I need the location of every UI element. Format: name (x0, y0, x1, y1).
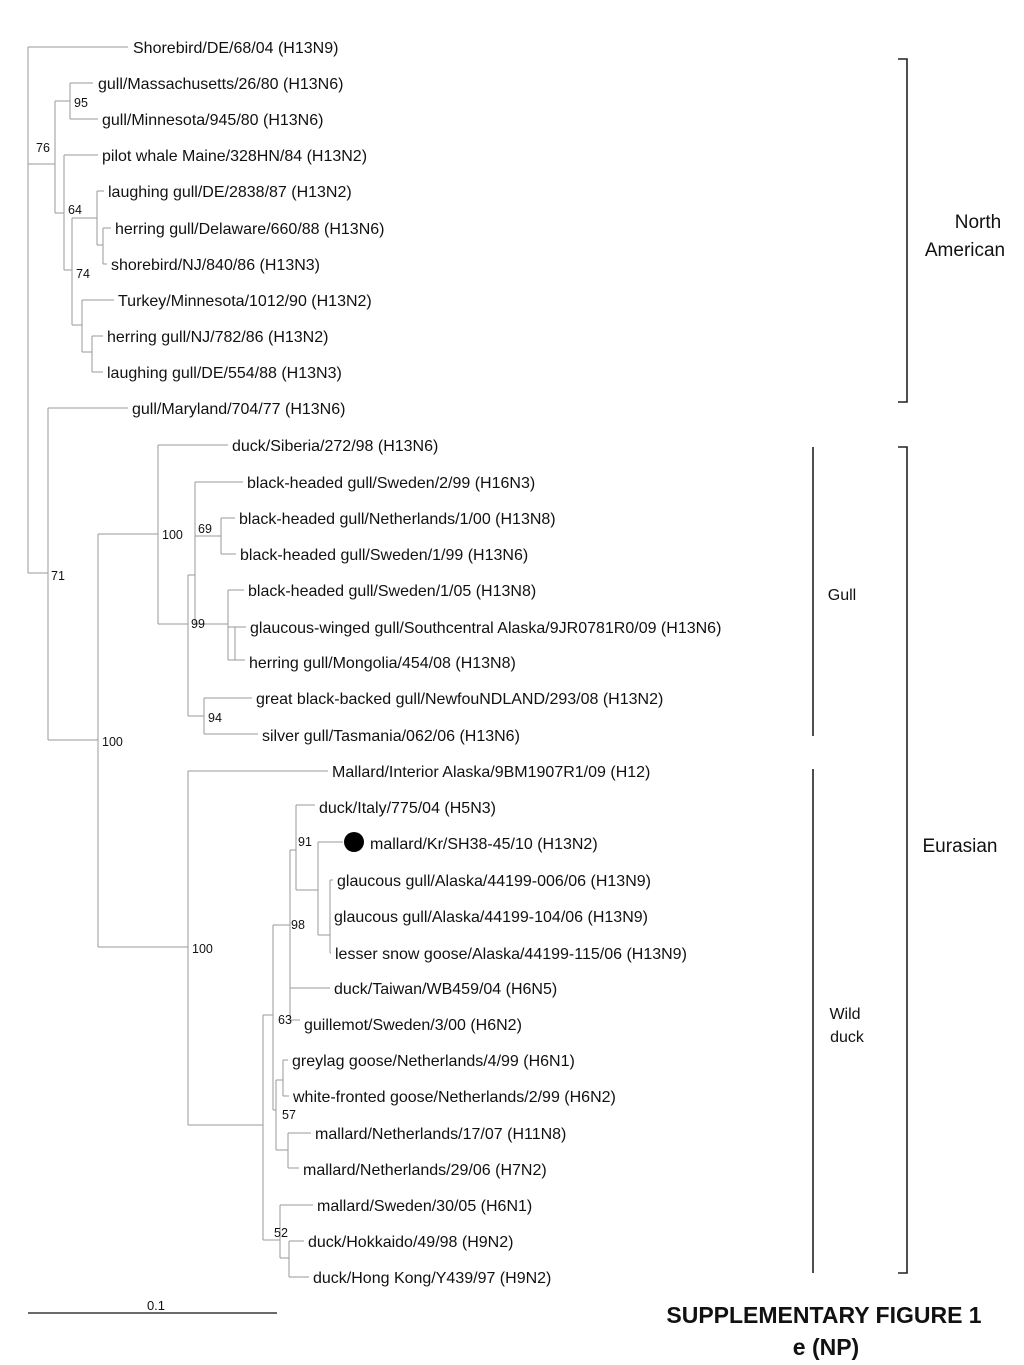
taxon-label: greylag goose/Netherlands/4/99 (H6N1) (292, 1053, 575, 1070)
eurasian-label: Eurasian (923, 836, 998, 857)
bootstrap-value: 74 (76, 267, 90, 281)
taxon-label: Shorebird/DE/68/04 (H13N9) (133, 40, 338, 57)
bootstrap-value: 98 (291, 918, 305, 932)
bootstrap-value: 64 (68, 203, 82, 217)
taxon-label: duck/Taiwan/WB459/04 (H6N5) (334, 981, 557, 998)
taxon-label: herring gull/Mongolia/454/08 (H13N8) (249, 655, 516, 672)
taxon-label: herring gull/Delaware/660/88 (H13N6) (115, 221, 384, 238)
taxon-label: duck/Hokkaido/49/98 (H9N2) (308, 1234, 513, 1251)
caption-line2: e (NP) (793, 1334, 859, 1360)
clade-brackets: North American Eurasian Gull Wild duck (812, 58, 1005, 1274)
north-american-label-line1: North (955, 212, 1001, 233)
bootstrap-value: 69 (198, 522, 212, 536)
bootstrap-value: 76 (36, 141, 50, 155)
scale-bar-label: 0.1 (147, 1298, 165, 1313)
taxon-label: mallard/Netherlands/17/07 (H11N8) (315, 1126, 566, 1143)
caption-line1: SUPPLEMENTARY FIGURE 1 (666, 1302, 981, 1328)
taxon-label: glaucous-winged gull/Southcentral Alaska… (250, 620, 721, 637)
taxon-label: guillemot/Sweden/3/00 (H6N2) (304, 1017, 522, 1034)
taxon-label: glaucous gull/Alaska/44199-104/06 (H13N9… (334, 909, 648, 926)
taxon-label: gull/Massachusetts/26/80 (H13N6) (98, 76, 343, 93)
scale-bar: 0.1 (28, 1298, 277, 1314)
taxon-label: laughing gull/DE/2838/87 (H13N2) (108, 184, 352, 201)
taxon-label: silver gull/Tasmania/062/06 (H13N6) (262, 728, 520, 745)
highlighted-taxon-label: mallard/Kr/SH38-45/10 (H13N2) (370, 836, 598, 853)
bootstrap-value: 63 (278, 1013, 292, 1027)
eurasian-bracket (898, 446, 908, 1274)
bootstrap-value: 71 (51, 569, 65, 583)
bootstrap-values: 95 76 64 74 71 100 69 99 94 100 91 98 63… (36, 96, 312, 1240)
gull-label: Gull (828, 587, 856, 604)
taxon-label: mallard/Netherlands/29/06 (H7N2) (303, 1162, 547, 1179)
taxon-label: black-headed gull/Netherlands/1/00 (H13N… (239, 511, 556, 528)
bootstrap-value: 100 (102, 735, 123, 749)
taxon-label: gull/Maryland/704/77 (H13N6) (132, 401, 345, 418)
bootstrap-value: 52 (274, 1226, 288, 1240)
taxon-label: pilot whale Maine/328HN/84 (H13N2) (102, 148, 367, 165)
taxon-label: gull/Minnesota/945/80 (H13N6) (102, 112, 323, 129)
taxon-label: black-headed gull/Sweden/1/99 (H13N6) (240, 547, 528, 564)
taxon-label: black-headed gull/Sweden/2/99 (H16N3) (247, 475, 535, 492)
taxon-label: Turkey/Minnesota/1012/90 (H13N2) (118, 293, 372, 310)
taxon-label: great black-backed gull/NewfouNDLAND/293… (256, 691, 663, 708)
taxon-labels: Shorebird/DE/68/04 (H13N9) gull/Massachu… (98, 40, 721, 1287)
wild-duck-label-line2: duck (830, 1029, 865, 1046)
taxon-label: shorebird/NJ/840/86 (H13N3) (111, 257, 320, 274)
wild-duck-label-line1: Wild (829, 1006, 860, 1023)
taxon-label: duck/Italy/775/04 (H5N3) (319, 800, 496, 817)
taxon-label: glaucous gull/Alaska/44199-006/06 (H13N9… (337, 873, 651, 890)
tree-branches (27, 46, 343, 1278)
bootstrap-value: 94 (208, 711, 222, 725)
highlight-marker-icon (344, 832, 364, 852)
bootstrap-value: 91 (298, 835, 312, 849)
figure-caption: SUPPLEMENTARY FIGURE 1 e (NP) (666, 1302, 981, 1360)
taxon-label: white-fronted goose/Netherlands/2/99 (H6… (292, 1089, 616, 1106)
taxon-label: herring gull/NJ/782/86 (H13N2) (107, 329, 328, 346)
bootstrap-value: 100 (192, 942, 213, 956)
taxon-label: duck/Hong Kong/Y439/97 (H9N2) (313, 1270, 551, 1287)
bootstrap-value: 99 (191, 617, 205, 631)
north-american-bracket (898, 58, 908, 403)
taxon-label: lesser snow goose/Alaska/44199-115/06 (H… (335, 946, 687, 963)
taxon-label: laughing gull/DE/554/88 (H13N3) (107, 365, 342, 382)
taxon-label: Mallard/Interior Alaska/9BM1907R1/09 (H1… (332, 764, 650, 781)
north-american-label-line2: American (925, 240, 1005, 261)
taxon-label: duck/Siberia/272/98 (H13N6) (232, 438, 438, 455)
taxon-label: mallard/Sweden/30/05 (H6N1) (317, 1198, 532, 1215)
bootstrap-value: 100 (162, 528, 183, 542)
bootstrap-value: 57 (282, 1108, 296, 1122)
taxon-label: black-headed gull/Sweden/1/05 (H13N8) (248, 583, 536, 600)
bootstrap-value: 95 (74, 96, 88, 110)
